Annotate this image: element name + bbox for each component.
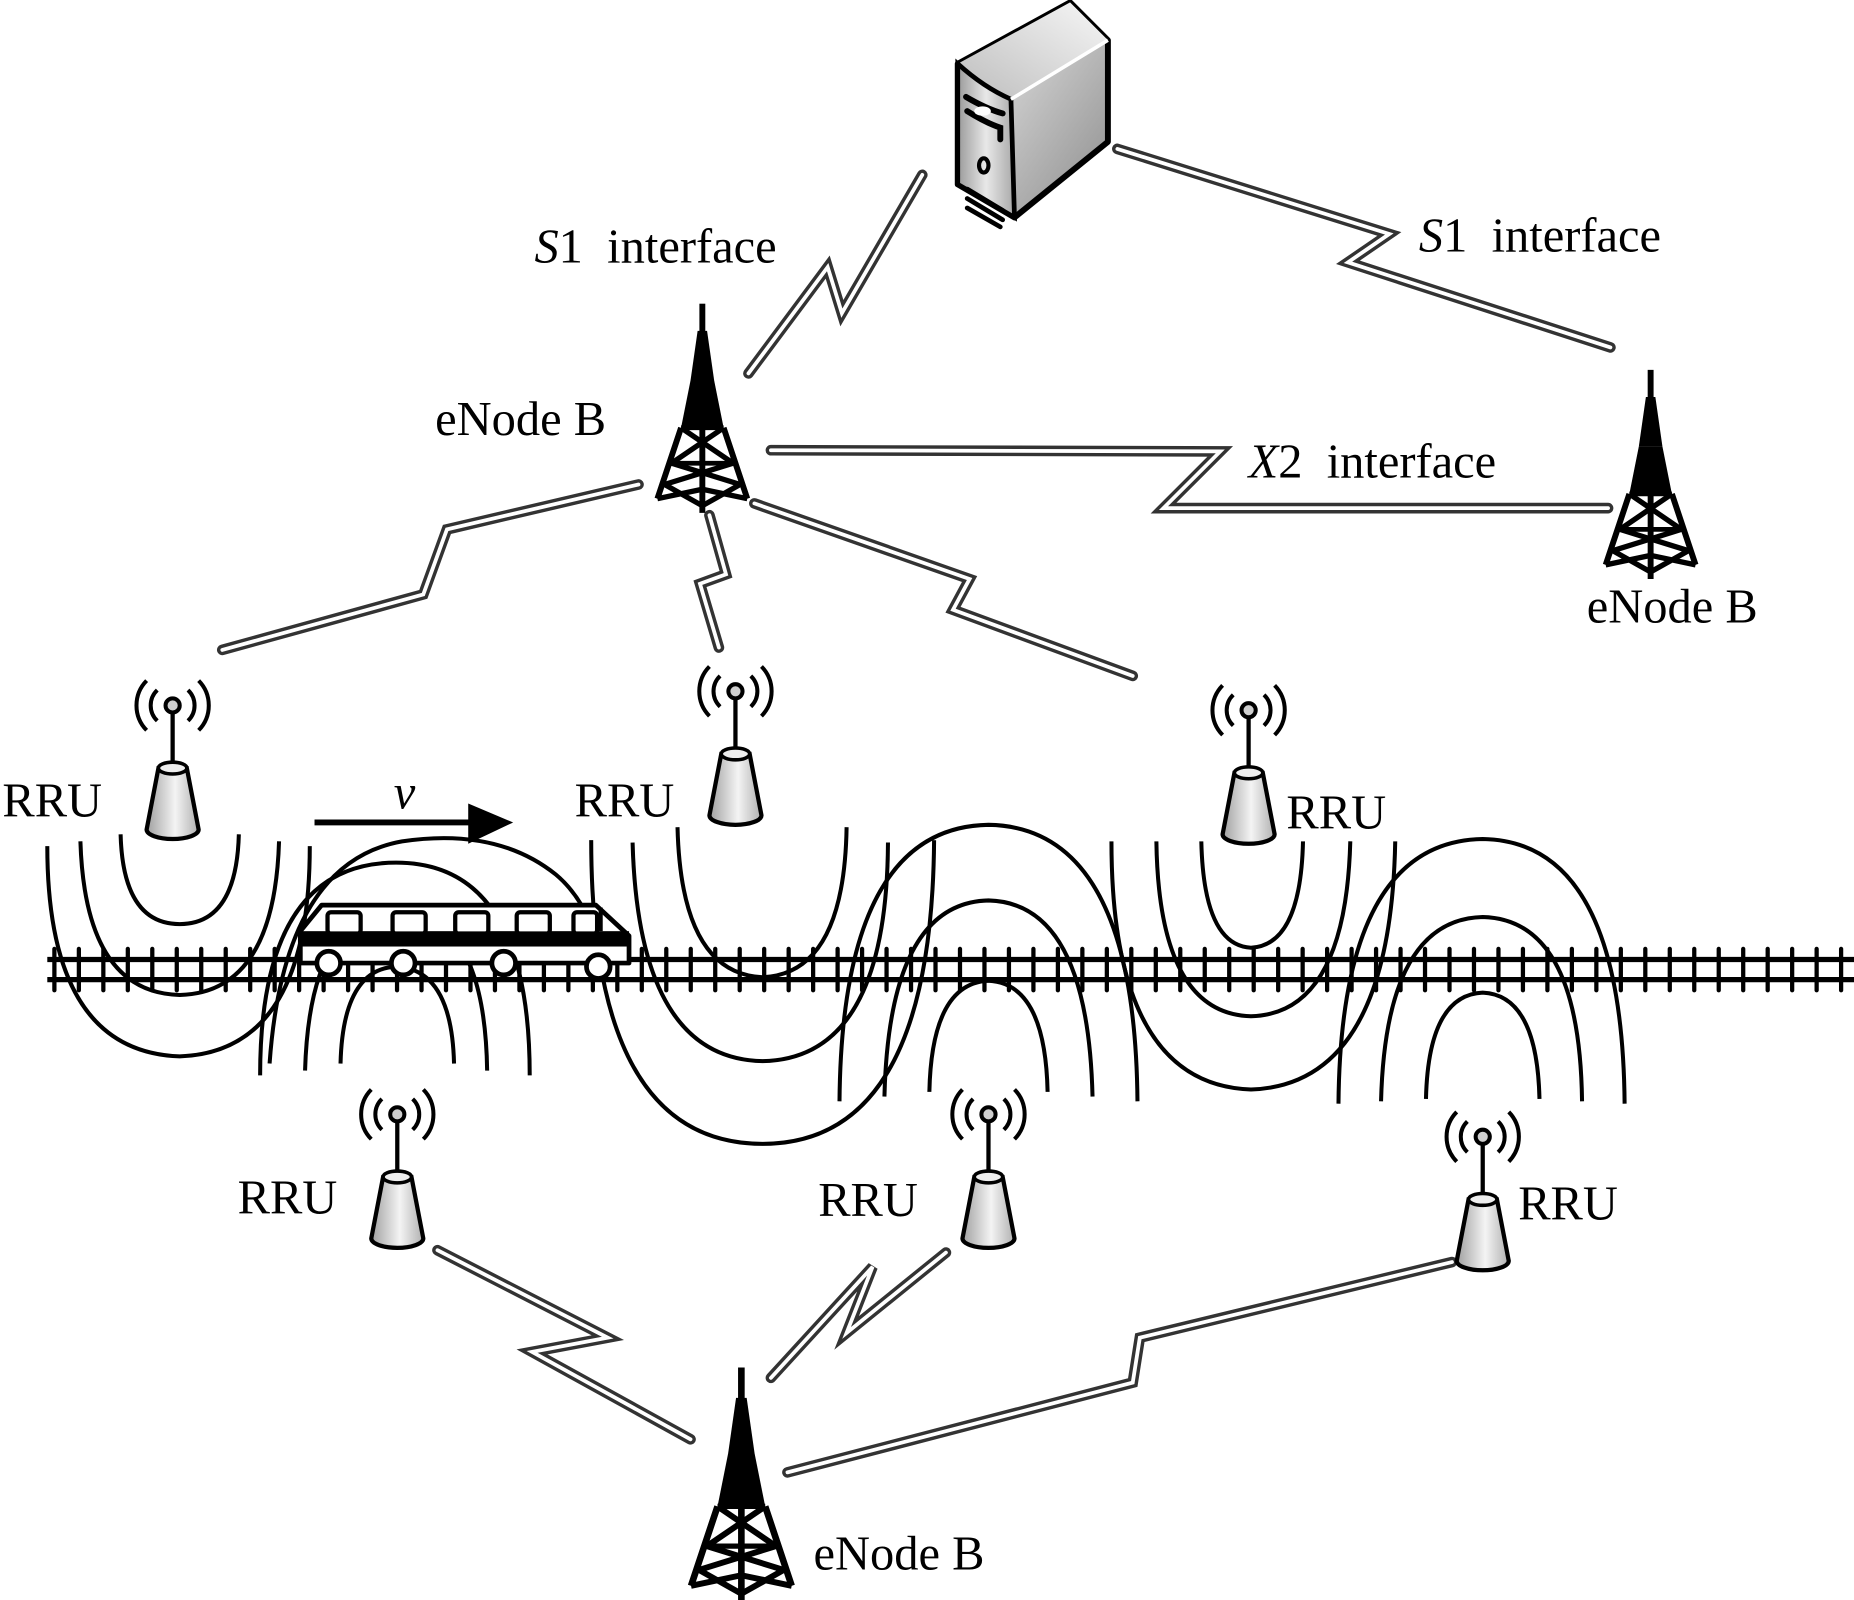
link-server-enb-right — [1112, 143, 1616, 353]
link-server-enb-top-left — [743, 169, 928, 379]
link-enb-rru-2 — [693, 509, 733, 653]
train-wheel — [314, 948, 343, 978]
train-wheel — [584, 952, 613, 981]
enodeb-label: eNode B — [435, 393, 606, 446]
tower-icon — [691, 1367, 792, 1600]
rru-label: RRU — [238, 1172, 338, 1225]
link-enb-rru-5 — [765, 1247, 952, 1384]
velocity-label: v — [394, 766, 416, 819]
link-x2 — [765, 444, 1614, 514]
rru-antenna-icon — [699, 666, 771, 824]
enodeb-label: eNode B — [813, 1527, 984, 1580]
rru-antenna-icon — [136, 681, 208, 839]
link-enb-rru-1 — [216, 479, 644, 656]
rru-antenna-icon — [361, 1090, 433, 1248]
train-wheel — [489, 948, 518, 978]
enodeb-label: eNode B — [1587, 581, 1758, 634]
server-icon — [954, 0, 1111, 230]
links — [216, 143, 1616, 1478]
link-enb-rru-6 — [782, 1256, 1458, 1478]
rru-antenna-icon — [952, 1090, 1024, 1248]
rru-2: RRU — [575, 666, 772, 828]
rru-3: RRU — [1212, 685, 1386, 843]
enodeb-right: eNode B — [1587, 370, 1758, 634]
s1-interface-label-right: S1 interface — [1419, 210, 1661, 263]
tower-icon — [657, 304, 747, 513]
velocity-arrow: v — [314, 766, 514, 844]
rru-6: RRU — [1447, 1112, 1618, 1270]
rru-1: RRU — [2, 681, 208, 839]
x2-interface-label: X2 interface — [1247, 435, 1497, 488]
rru-antenna-icon — [1447, 1112, 1519, 1270]
rru-5: RRU — [818, 1090, 1024, 1248]
enodeb-bottom: eNode B — [691, 1367, 984, 1600]
rru-label: RRU — [1518, 1178, 1618, 1231]
rru-4: RRU — [238, 1090, 434, 1248]
train-wheel — [389, 948, 418, 978]
rru-label: RRU — [2, 775, 102, 828]
arrow-head-icon — [468, 803, 514, 844]
rru-label: RRU — [575, 775, 675, 828]
rru-antenna-icon — [1212, 685, 1284, 843]
train-icon — [297, 902, 632, 981]
rru-label: RRU — [818, 1174, 918, 1227]
rru-label: RRU — [1286, 786, 1386, 839]
link-enb-rru-3 — [749, 498, 1139, 682]
tower-icon — [1606, 370, 1696, 579]
link-enb-rru-4 — [432, 1244, 696, 1445]
enodeb-top-left: eNode B — [435, 304, 747, 513]
s1-interface-label-left: S1 interface — [534, 220, 776, 273]
